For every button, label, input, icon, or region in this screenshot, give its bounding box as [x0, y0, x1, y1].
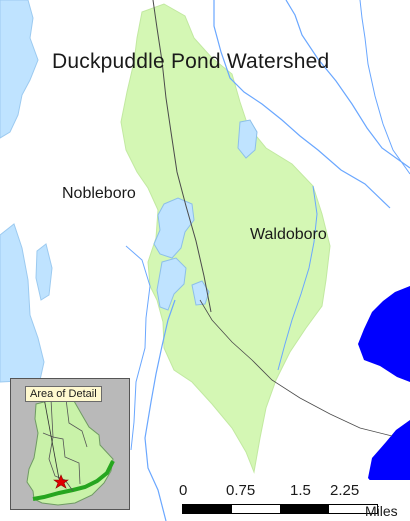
stream-network-5 [199, 299, 393, 437]
right-bay [358, 286, 410, 382]
star-icon [53, 474, 69, 489]
scale-tick-1: 0.75 [226, 482, 256, 499]
left-inlet [35, 243, 53, 301]
small-pond-north [237, 119, 258, 159]
scale-tick-3: 2.25 [330, 482, 360, 499]
right-bay-south [368, 420, 410, 490]
stream-network-3 [144, 299, 176, 521]
stream-network-7 [359, 0, 410, 175]
scale-bar [182, 504, 378, 514]
scale-segment-3 [280, 505, 329, 513]
scale-segment-2 [231, 505, 280, 513]
watershed-boundary [120, 3, 331, 474]
duckpuddle-pond [153, 197, 195, 259]
scale-segment-1 [183, 505, 232, 513]
scale-tick-2: 1.5 [290, 482, 311, 499]
scale-bar-box: 0 0.75 1.5 2.25 Miles [172, 480, 410, 521]
scale-tick-0: 0 [179, 482, 188, 499]
maine-inset-map [26, 396, 115, 506]
stream-main [152, 0, 212, 313]
left-coastal-water [0, 223, 45, 383]
stream-network-6 [125, 245, 151, 451]
small-pond-middle [191, 280, 210, 306]
locator-inset: Area of Detail [10, 378, 130, 510]
town-label-nobleboro: Nobleboro [62, 185, 136, 202]
left-lake [0, 0, 39, 139]
stream-network-2 [285, 0, 410, 169]
stream-network-4 [277, 185, 318, 371]
inset-label: Area of Detail [25, 386, 102, 402]
town-label-waldoboro: Waldoboro [250, 226, 327, 243]
pond-south-arm [156, 257, 187, 311]
stream-network-1 [213, 0, 391, 209]
scale-unit-label: Miles [365, 503, 398, 519]
inset-pointer [43, 397, 60, 480]
map-title: Duckpuddle Pond Watershed [52, 50, 330, 73]
scale-segment-4 [328, 505, 377, 513]
maine-coastline [32, 460, 115, 501]
